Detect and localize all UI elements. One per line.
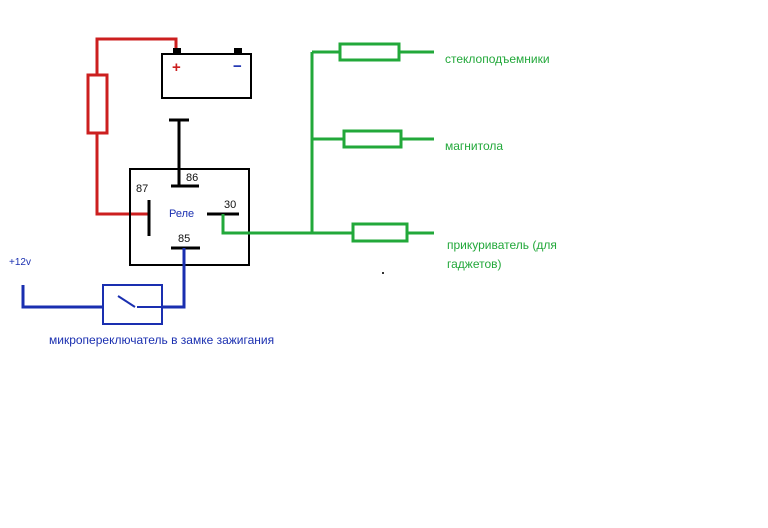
battery-minus-sign: − <box>233 58 242 75</box>
load-1-label: стеклоподъемники <box>445 52 550 66</box>
relay-body <box>129 168 250 266</box>
main-fuse <box>86 73 109 135</box>
load-2-label: магнитола <box>445 139 504 153</box>
battery-minus-terminal <box>234 48 242 54</box>
positive-wire <box>95 37 178 75</box>
load-3-fuse <box>351 222 409 243</box>
switch-lever <box>117 295 136 308</box>
battery-plus-terminal <box>173 48 181 54</box>
load-3-label-line2: гаджетов) <box>447 257 502 271</box>
load-3-label-line1: прикуриватель (для <box>447 238 557 252</box>
relay-pin-86-label: 86 <box>186 172 199 184</box>
load-1-fuse <box>338 42 401 62</box>
relay-pin-30-label: 30 <box>224 199 237 211</box>
load-wire-from-30 <box>221 214 312 235</box>
battery-plus-sign: + <box>172 59 181 76</box>
relay-pin-87-label: 87 <box>136 183 149 195</box>
control-wire <box>21 285 103 309</box>
battery <box>161 53 252 99</box>
load-2-fuse <box>342 129 403 149</box>
relay-pin-85-label: 85 <box>178 233 191 245</box>
stray-dot <box>382 272 384 274</box>
relay-name: Реле <box>169 208 195 220</box>
positive-wire-to-relay <box>95 133 149 216</box>
ignition-microswitch <box>102 284 163 325</box>
supply-label: +12v <box>9 257 31 268</box>
control-wire-to-relay <box>162 248 186 309</box>
switch-label: микропереключатель в замке зажигания <box>49 333 275 347</box>
